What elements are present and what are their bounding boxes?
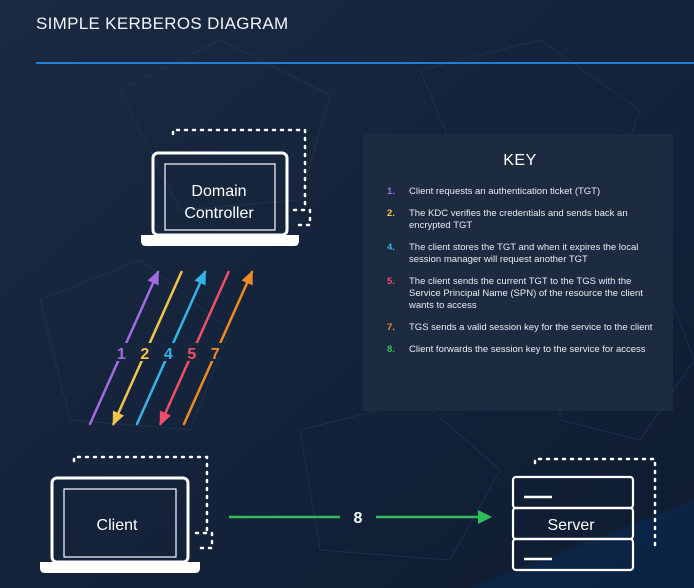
arrow-head-5	[159, 410, 171, 426]
server-icon	[511, 457, 657, 572]
key-item: 4. The client stores the TGT and when it…	[387, 242, 653, 266]
server-label: Server	[547, 517, 595, 534]
arrow-label-bg	[184, 343, 199, 361]
arrow-head-4	[194, 270, 206, 286]
key-item-number: 8.	[387, 344, 395, 355]
diagram-title: SIMPLE KERBEROS DIAGRAM	[36, 14, 289, 33]
client-laptop-icon	[40, 455, 214, 573]
key-item-text: The KDC verifies the credentials and sen…	[409, 208, 628, 231]
key-item-number: 7.	[387, 322, 395, 333]
domain-controller-laptop-icon	[141, 128, 312, 246]
arrow-label-7: 7	[211, 346, 220, 363]
arrow-label-bg	[114, 343, 129, 361]
key-item-text: The client stores the TGT and when it ex…	[409, 242, 639, 265]
arrow-label-2: 2	[140, 346, 149, 363]
key-item-number: 1.	[387, 186, 395, 197]
arrow-label-4: 4	[164, 346, 173, 363]
client-server-arrow-label: 8	[354, 510, 363, 527]
key-item: 5. The client sends the current TGT to t…	[387, 276, 653, 312]
arrow-label-1: 1	[117, 346, 126, 363]
key-item: 2. The KDC verifies the credentials and …	[387, 208, 653, 232]
key-title: KEY	[503, 152, 537, 169]
key-item-text: Client requests an authentication ticket…	[409, 186, 601, 197]
key-panel: KEY 1. Client requests an authentication…	[363, 134, 673, 411]
key-item-text: TGS sends a valid session key for the se…	[409, 322, 653, 333]
client-server-arrow	[229, 510, 492, 524]
arrow-label-bg	[137, 343, 152, 361]
key-item: 8. Client forwards the session key to th…	[387, 344, 653, 356]
key-list: 1. Client requests an authentication tic…	[387, 186, 653, 356]
domain-controller-label-line1: Domain	[191, 183, 246, 200]
key-item: 1. Client requests an authentication tic…	[387, 186, 653, 198]
key-item-number: 4.	[387, 242, 395, 253]
key-item-text: The client sends the current TGT to the …	[409, 276, 643, 311]
domain-controller-label-line2: Controller	[184, 205, 254, 222]
arrow-label-bg	[208, 343, 223, 361]
arrow-label-bg	[161, 343, 176, 361]
client-label: Client	[97, 517, 138, 534]
title-divider	[36, 62, 694, 64]
arrow-head-2	[112, 410, 124, 426]
arrow-head-1	[147, 270, 159, 286]
key-item-text: Client forwards the session key to the s…	[409, 344, 646, 355]
key-item-number: 2.	[387, 208, 395, 219]
key-item: 7. TGS sends a valid session key for the…	[387, 322, 653, 334]
arrow-head-7	[241, 270, 253, 286]
key-item-number: 5.	[387, 276, 395, 287]
arrow-label-5: 5	[187, 346, 196, 363]
